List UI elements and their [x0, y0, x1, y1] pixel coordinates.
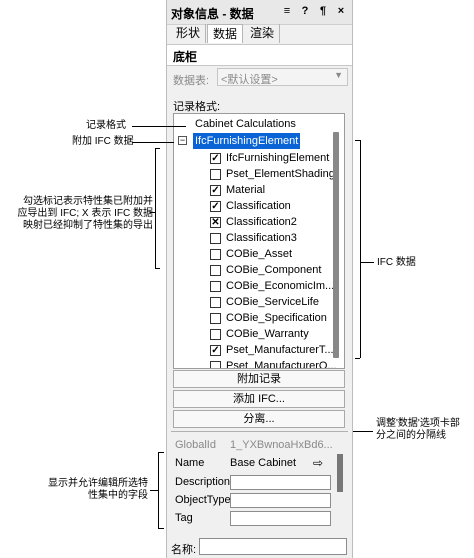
- palette-title: 对象信息 - 数据: [171, 7, 254, 21]
- record-format-tree[interactable]: Cabinet Calculations − IfcFurnishingElem…: [173, 113, 345, 369]
- unchecked-checkbox[interactable]: [210, 249, 221, 260]
- objecttype-field[interactable]: [230, 493, 331, 508]
- collapse-icon[interactable]: −: [178, 135, 187, 145]
- object-name-header: 底柜: [167, 44, 352, 66]
- name-lookup-icon[interactable]: ⇨: [313, 456, 324, 470]
- annotation-record-format: 记录格式: [86, 120, 126, 131]
- leader-bracket: [155, 148, 160, 149]
- tree-item-label: Pset_ManufacturerO...: [226, 360, 337, 369]
- footer-name-field[interactable]: [199, 538, 347, 555]
- unchecked-checkbox[interactable]: [210, 329, 221, 340]
- record-format-label: 记录格式:: [173, 101, 221, 113]
- leader-bracket: [355, 140, 360, 141]
- tab-render[interactable]: 渲染: [245, 24, 281, 43]
- record-set-select[interactable]: <默认设置> ▼: [217, 68, 348, 86]
- help-icon[interactable]: ?: [301, 5, 309, 17]
- tree-item-label: Pset_ElementShading: [226, 168, 335, 180]
- leader-bracket: [355, 358, 360, 359]
- annotation-attach-ifc: 附加 IFC 数据: [72, 136, 134, 147]
- footer-name-label: 名称:: [171, 544, 197, 556]
- leader-bracket: [155, 268, 160, 269]
- object-name: 底柜: [173, 50, 198, 64]
- leader-line: [360, 262, 374, 263]
- record-set-value: <默认设置>: [221, 74, 278, 86]
- record-set-label: 数据表:: [173, 75, 210, 87]
- tag-field[interactable]: [230, 511, 331, 526]
- tree-item-label: COBie_Specification: [226, 312, 327, 324]
- field-grid-scrollbar[interactable]: [337, 454, 343, 492]
- annotation-divider-note: 调整'数据'选项卡部 分之间的分隔线: [376, 418, 460, 441]
- tree-item-label: Classification3: [226, 232, 297, 244]
- leader-line: [353, 431, 373, 432]
- field-row-objecttype: ObjectType: [173, 491, 345, 509]
- leader-line: [132, 126, 186, 127]
- checked-checkbox[interactable]: ✓: [210, 153, 221, 164]
- chevron-down-icon: ▼: [334, 70, 343, 80]
- tree-selected-row[interactable]: − IfcFurnishingElement: [178, 133, 338, 149]
- description-label: Description: [175, 476, 231, 488]
- field-row-globalid: GlobalId 1_YXBwnoaHxBd6...: [173, 436, 345, 454]
- tree-item-label: COBie_Warranty: [226, 328, 309, 340]
- tree-root-item[interactable]: Cabinet Calculations: [195, 118, 296, 130]
- unchecked-checkbox[interactable]: [210, 233, 221, 244]
- tree-item-label: Material: [226, 184, 266, 196]
- unchecked-checkbox[interactable]: [210, 313, 221, 324]
- leader-bracket: [158, 452, 164, 453]
- tree-selected-item[interactable]: IfcFurnishingElement: [193, 133, 301, 149]
- tab-shape[interactable]: 形状: [171, 24, 207, 43]
- splitter[interactable]: [171, 431, 348, 432]
- annotation-fields-note: 显示并允许编辑所选特 性集中的字段: [48, 478, 148, 501]
- name-label: Name: [175, 457, 205, 469]
- tree-scrollbar-thumb[interactable]: [333, 132, 339, 358]
- tag-label: Tag: [175, 512, 193, 524]
- checked-checkbox[interactable]: ✓: [210, 185, 221, 196]
- leader-line: [150, 212, 156, 213]
- field-row-tag: Tag: [173, 509, 345, 527]
- tree-item-label: COBie_ServiceLife: [226, 296, 319, 308]
- tree-item-label: COBie_Asset: [226, 248, 293, 260]
- unchecked-checkbox[interactable]: [210, 265, 221, 276]
- object-info-palette: 对象信息 - 数据 ≡ ? ¶ × 形状 数据 渲染 底柜 数据表: <默认设置…: [166, 0, 353, 558]
- leader-bracket: [155, 148, 156, 268]
- field-row-name: Name Base Cabinet ⇨: [173, 454, 345, 472]
- pin-icon[interactable]: ¶: [319, 5, 327, 17]
- checked-checkbox[interactable]: ✓: [210, 345, 221, 356]
- tree-item-label: COBie_Component: [226, 264, 322, 276]
- tree-item-label: Classification2: [226, 216, 297, 228]
- attach-record-button[interactable]: 附加记录: [173, 370, 345, 388]
- palette-title-bar[interactable]: 对象信息 - 数据 ≡ ? ¶ ×: [167, 0, 352, 25]
- description-field[interactable]: [230, 475, 331, 490]
- palette-tabs: 形状 数据 渲染: [167, 24, 352, 44]
- leader-line: [150, 490, 159, 491]
- close-icon[interactable]: ×: [337, 5, 345, 17]
- annotation-ifc-data: IFC 数据: [377, 257, 416, 268]
- field-row-description: Description: [173, 473, 345, 491]
- unchecked-checkbox[interactable]: [210, 297, 221, 308]
- field-grid: GlobalId 1_YXBwnoaHxBd6... Name Base Cab…: [173, 436, 345, 532]
- checked-checkbox[interactable]: ✓: [210, 201, 221, 212]
- name-value[interactable]: Base Cabinet: [230, 457, 297, 469]
- menu-icon[interactable]: ≡: [283, 5, 291, 17]
- x-checkbox[interactable]: ✕: [210, 217, 221, 228]
- unchecked-checkbox[interactable]: [210, 281, 221, 292]
- leader-bracket: [360, 140, 361, 358]
- objecttype-label: ObjectType: [175, 494, 231, 506]
- tab-data[interactable]: 数据: [207, 24, 244, 43]
- leader-line: [132, 142, 174, 143]
- tree-scrollbar[interactable]: [330, 132, 342, 364]
- add-ifc-button[interactable]: 添加 IFC...: [173, 390, 345, 408]
- leader-bracket: [158, 528, 164, 529]
- globalid-label: GlobalId: [175, 439, 216, 451]
- globalid-value: 1_YXBwnoaHxBd6...: [230, 439, 333, 451]
- detach-button[interactable]: 分离...: [173, 410, 345, 428]
- unchecked-checkbox[interactable]: [210, 361, 221, 368]
- unchecked-checkbox[interactable]: [210, 169, 221, 180]
- tree-item-label: Classification: [226, 200, 291, 212]
- tree-item-label: IfcFurnishingElement: [226, 152, 330, 164]
- tree-item-label: COBie_EconomicIm...: [226, 280, 335, 292]
- annotation-checkbox-note: 勾选标记表示特性集已附加并 应导出到 IFC; X 表示 IFC 数据 映射已经…: [17, 196, 153, 231]
- tree-item-label: Pset_ManufacturerT...: [226, 344, 334, 356]
